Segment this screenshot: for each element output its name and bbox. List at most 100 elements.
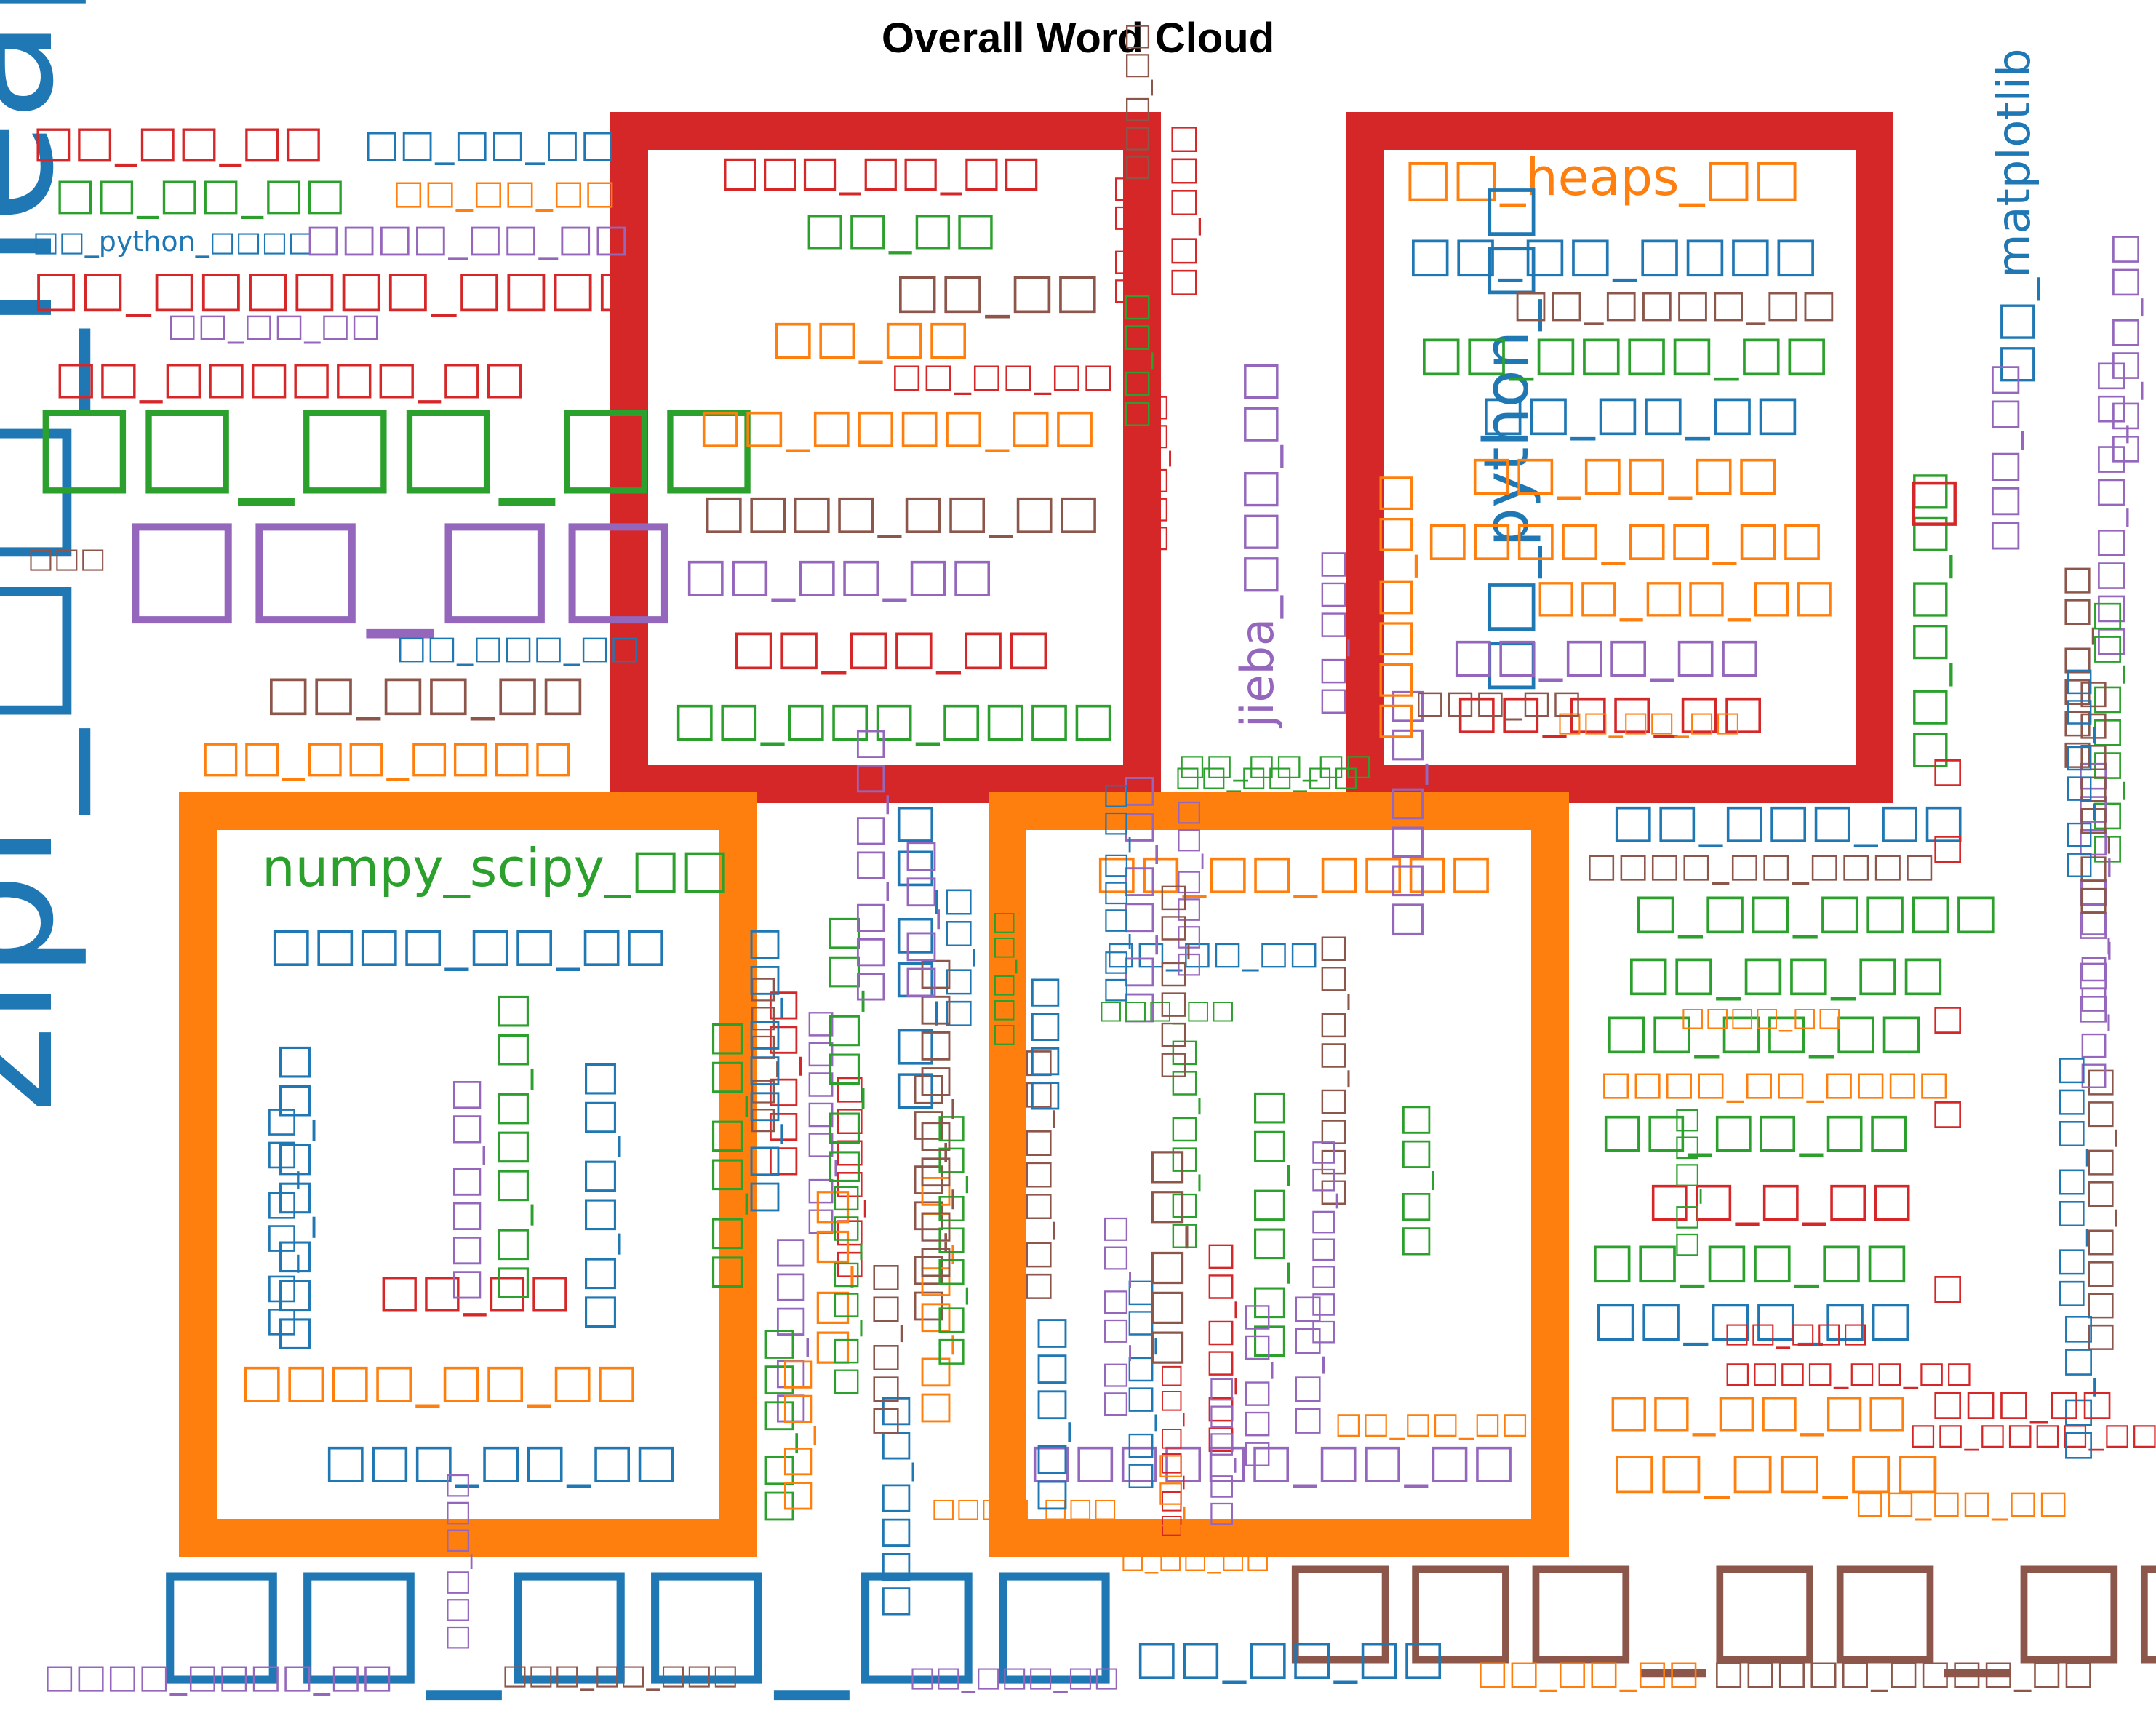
word: □□□□_□□□□_□□ bbox=[44, 1656, 394, 1696]
frame-red-0 bbox=[610, 112, 1161, 803]
word: □□_heaps_□□ bbox=[1404, 148, 1801, 207]
word: □□□□□_□□□□_□□ bbox=[1713, 1653, 2094, 1692]
word: □□□□_□□ bbox=[1153, 883, 1190, 1080]
word: jieba_□□□_□□ bbox=[1231, 360, 1284, 729]
word: □□_□□□_□□□□ bbox=[673, 693, 1115, 746]
word: □□□_□□_□□ bbox=[847, 727, 889, 1004]
word: □□_□□□□_□□ bbox=[1418, 325, 1829, 381]
word: □□_□□_□□ bbox=[885, 802, 939, 1113]
word: □□_□□_□□□ bbox=[2049, 1055, 2088, 1309]
word: □□_□□ bbox=[804, 201, 997, 255]
word: □□_□□_□□ bbox=[574, 1060, 621, 1331]
word: □□_□□_□□ bbox=[55, 169, 346, 220]
word: □□_□□_□□□□ bbox=[911, 957, 955, 1280]
frame-red-1 bbox=[1346, 112, 1893, 803]
word: □□□□_□□_□□ bbox=[269, 918, 668, 972]
word: □□_□□_□□ bbox=[1106, 935, 1319, 972]
word: □□_□□_□□ bbox=[1455, 685, 1765, 739]
word: □□□□_□□_□□ bbox=[702, 485, 1101, 539]
word: □□_□□_□□ bbox=[1593, 1290, 1913, 1346]
word: □□_□□_□□ bbox=[1600, 1104, 1911, 1157]
word: □□_□□ bbox=[1285, 1293, 1325, 1437]
word: □□□_□□ bbox=[1981, 363, 2024, 553]
word: □□_□□□_□□ bbox=[929, 1113, 968, 1368]
word: □□_□□□ bbox=[1203, 1376, 1237, 1528]
word: □□_□□ bbox=[1106, 175, 1142, 306]
word: □□□□_□□_□□ bbox=[1724, 1356, 1973, 1389]
word: □□□_□□_□□ bbox=[1280, 1531, 2156, 1678]
word: □□_□□□ bbox=[1724, 1317, 1869, 1349]
word: □ bbox=[1931, 1092, 1964, 1133]
word: □□_□□_□□ bbox=[684, 548, 994, 602]
word: □□_□□_□□ bbox=[1589, 1232, 1909, 1288]
word: □□□□_□□ bbox=[443, 1078, 485, 1302]
word: □□_□□_□□ bbox=[2073, 878, 2110, 1091]
word: □□□□_□□_□□□□ bbox=[1586, 845, 1936, 885]
word: □□_□□□ bbox=[1313, 549, 1350, 717]
word: □□_□□ bbox=[897, 838, 941, 1000]
word: □□_□□_□□ bbox=[911, 1173, 955, 1426]
word: □□_□□□_□□ bbox=[1098, 782, 1131, 1004]
word: □□_□□_□□ bbox=[167, 307, 380, 344]
word: □□_□□_□□ bbox=[393, 172, 616, 212]
word: □□_□□_□□□□ bbox=[1095, 845, 1493, 899]
highlight-frames bbox=[179, 112, 1893, 1557]
word: □□□_□□_□□□ bbox=[502, 1659, 738, 1691]
word: □□□_□□□ bbox=[439, 1472, 473, 1651]
word: □□_□□_□□□□ bbox=[1408, 226, 1818, 282]
word: □□□_□□_□□ bbox=[324, 1434, 678, 1488]
word: □□□_□□ bbox=[1117, 23, 1153, 182]
word: □□_□□□□_□□ bbox=[1909, 1418, 2156, 1451]
word: □□_□□_□□ bbox=[826, 1184, 863, 1397]
word: □□_□□_□□ bbox=[33, 380, 760, 506]
word: □□_□□_□□ bbox=[2059, 667, 2096, 880]
word: □□_□□_□□ bbox=[1900, 471, 1953, 771]
word: □□_□□□ bbox=[767, 1236, 809, 1426]
word: □□_□□_□□ bbox=[1115, 773, 1159, 1026]
frame-orange-3 bbox=[989, 792, 1569, 1557]
word: □□□_□□ bbox=[988, 911, 1018, 1047]
word: □□_□□ bbox=[1392, 1103, 1434, 1258]
word: □□_□□_□□□□ bbox=[200, 731, 574, 782]
word: □□□□_□□_□□ bbox=[240, 1354, 639, 1408]
word: □□_□□_□□ bbox=[265, 665, 586, 721]
word: □□□□_□□ bbox=[872, 1394, 914, 1619]
word: □□_python_□□□□ bbox=[33, 226, 314, 258]
word: □□_python_□□ bbox=[1471, 183, 1543, 695]
word: □□□_□□ bbox=[1098, 995, 1235, 1025]
word: □□□□_□□ bbox=[1381, 687, 1429, 938]
word: □□□_□□ bbox=[1931, 1383, 2114, 1424]
word: □□□□ bbox=[1021, 975, 1063, 1113]
word: □□_□□□□_□□ bbox=[1513, 282, 1837, 326]
word: □ bbox=[1931, 826, 1964, 867]
word: □□_□□_□□ bbox=[1477, 1653, 1700, 1692]
word: □□_□□□ bbox=[1028, 1315, 1071, 1513]
word: □□□_□□ bbox=[1237, 1302, 1274, 1469]
word: □□□_□□_□□ bbox=[720, 146, 1042, 196]
word: □□_□□□□_□□ bbox=[698, 399, 1097, 453]
word: □□□_□□ bbox=[1135, 394, 1171, 553]
word: □□_□□_□□ bbox=[1164, 1038, 1201, 1251]
word: □□□_□□ bbox=[759, 989, 802, 1178]
word: □□_□□ bbox=[774, 1357, 816, 1513]
word: □□_□□_□□ bbox=[818, 914, 865, 1186]
word: □□_□□_□□ bbox=[1200, 1242, 1237, 1455]
word: □_□□_□□ bbox=[1120, 1544, 1270, 1574]
word: □□_□□□ bbox=[1162, 124, 1201, 298]
word: □□_□□□□□□_□□□□ bbox=[33, 260, 643, 318]
word: □□_□□ bbox=[895, 263, 1100, 319]
word: □□_□□□_□□ bbox=[487, 992, 534, 1302]
frame-orange-2 bbox=[179, 792, 757, 1557]
word: □□_□□_□□ bbox=[1611, 1442, 1941, 1500]
word: □□_□□_□□ bbox=[259, 1106, 300, 1338]
word: □□_□□□□□□_□□ bbox=[55, 351, 526, 404]
word: □□_□□□_□□ bbox=[1611, 794, 1965, 848]
word: □□_□□_□□ bbox=[1469, 447, 1780, 500]
word: □□□□_□□_□□ bbox=[2078, 1066, 2117, 1353]
word: □□□□_□□ bbox=[1680, 1002, 1842, 1032]
word: □□□□_□□_□□ bbox=[306, 217, 629, 260]
word: □□_□□_□□ bbox=[1626, 945, 1946, 1001]
word: □□_□□□ bbox=[743, 975, 778, 1135]
word: □□_□□_□□ bbox=[1535, 569, 1835, 622]
